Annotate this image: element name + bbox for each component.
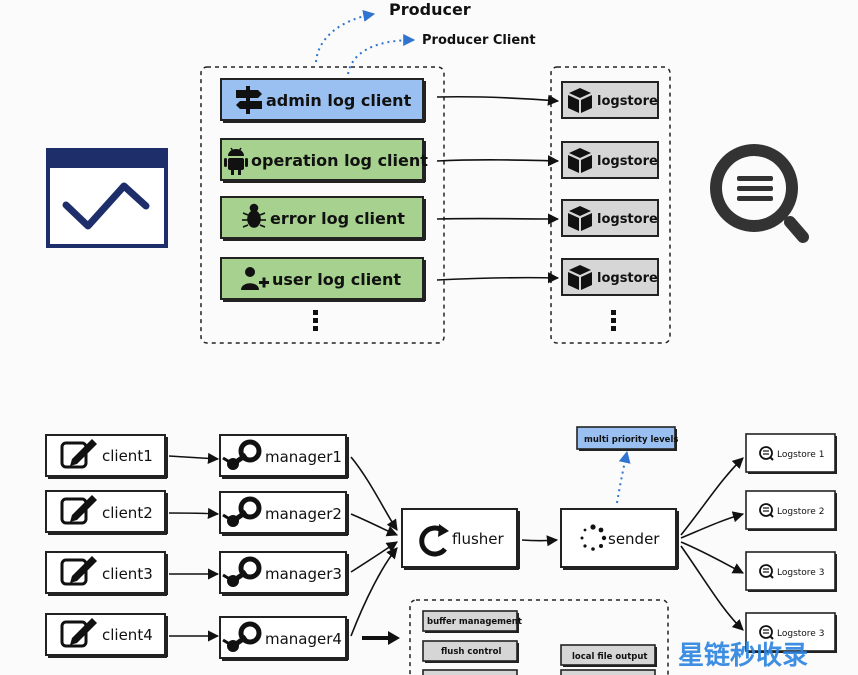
client-box-operation[interactable]: operation log client [220,138,428,183]
module-local-file-output[interactable]: local file output [560,644,657,667]
manager-label-1: manager1 [265,448,342,466]
module-label-flush: flush control [441,647,501,657]
output-logstore-4[interactable]: Logstore 3 [745,612,837,653]
module-buffer-management[interactable]: buffer management [422,610,522,633]
edit-icon [60,618,97,648]
sender-to-logstore-arrows [680,457,745,631]
refresh-icon [419,524,449,557]
bug-icon [242,203,266,228]
client-box-error[interactable]: error log client [220,196,426,241]
sender-to-priority-arrow [616,450,631,504]
output-logstore-2[interactable]: Logstore 2 [745,490,837,531]
logstore-box-4[interactable]: logstore [561,258,659,296]
manager-label-3: manager3 [265,565,342,583]
output-logstore-label-3: Logstore 3 [777,568,824,578]
signpost-icon [236,86,262,114]
producer-client-group [200,66,445,344]
cube-icon [568,265,592,290]
log-service-icon [710,144,809,243]
cube-icon [568,206,592,231]
logstore-box-1[interactable]: logstore [561,81,659,119]
output-logstore-label-2: Logstore 2 [777,507,824,517]
steam-icon [222,439,262,470]
log-search-icon [759,564,774,579]
manager-box-3[interactable]: manager3 [219,551,349,596]
more-logstores-dots [611,310,616,331]
module-flush-control[interactable]: flush control [422,640,519,663]
detail-arrow [362,631,400,645]
client-box-user[interactable]: user log client [220,257,426,302]
pipeline-client-1[interactable]: client1 [45,434,168,479]
client-box-admin[interactable]: admin log client [220,78,426,123]
module-partial-1 [422,669,518,675]
pipeline-client-label-2: client2 [102,504,153,522]
client-label-error: error log client [270,209,405,228]
pipeline-client-label-4: client4 [102,626,153,644]
output-logstore-label-1: Logstore 1 [777,450,824,460]
spinner-icon [580,524,607,551]
more-clients-dots [313,310,318,331]
logstore-label-4: logstore [597,271,658,286]
steam-icon [222,496,262,527]
client-to-manager-arrows [168,452,220,642]
logstore-label-3: logstore [597,212,658,227]
edit-icon [60,495,97,525]
producer-arrow [315,9,376,63]
pipeline-client-label-3: client3 [102,565,153,583]
client-to-logstore-arrows [436,94,560,284]
flusher-label: flusher [452,530,505,548]
logstore-box-3[interactable]: logstore [561,199,659,237]
manager-box-1[interactable]: manager1 [219,434,349,479]
steam-icon [222,621,262,652]
edit-icon [60,556,97,586]
logstore-label-2: logstore [597,154,658,169]
log-search-icon [759,503,774,518]
flusher-box[interactable]: flusher [401,508,520,570]
cube-icon [568,88,592,113]
client-label-admin: admin log client [266,91,412,110]
log-search-icon [759,446,774,461]
edit-icon [60,439,97,469]
flusher-to-sender-arrow [521,535,559,547]
module-label-buffer: buffer management [427,617,522,627]
watermark-text: 星链秒收录 [678,640,808,671]
logstore-group [550,66,671,344]
producer-title: Producer [389,0,471,19]
client-label-user: user log client [272,270,401,289]
steam-icon [222,556,262,587]
logstore-box-2[interactable]: logstore [561,141,659,179]
pipeline-client-2[interactable]: client2 [45,490,168,535]
producer-client-label: Producer Client [422,33,536,48]
client-label-operation: operation log client [251,151,428,170]
manager-label-4: manager4 [265,630,342,648]
output-logstore-label-4: Logstore 3 [777,629,824,639]
sender-box[interactable]: sender [560,508,679,570]
priority-box[interactable]: multi priority levels [576,426,678,451]
flusher-detail-group [409,599,669,675]
output-logstore-3[interactable]: Logstore 3 [745,551,837,592]
pipeline-client-label-1: client1 [102,447,153,465]
module-label-local-file: local file output [572,652,648,662]
priority-label: multi priority levels [584,435,678,445]
logstore-label-1: logstore [597,94,658,109]
pipeline-client-3[interactable]: client3 [45,551,168,596]
manager-to-flusher-arrows [350,456,399,637]
monitor-chart-icon [46,148,168,248]
log-search-icon [759,625,774,640]
manager-label-2: manager2 [265,505,342,523]
manager-box-2[interactable]: manager2 [219,491,349,536]
manager-box-4[interactable]: manager4 [219,616,349,661]
android-icon [224,147,248,175]
producer-client-arrow [347,34,416,75]
cube-icon [568,148,592,173]
sender-label: sender [608,530,660,548]
pipeline-client-4[interactable]: client4 [45,613,168,658]
output-logstore-1[interactable]: Logstore 1 [745,433,837,474]
module-partial-2 [560,669,656,675]
user-add-icon [241,267,269,290]
